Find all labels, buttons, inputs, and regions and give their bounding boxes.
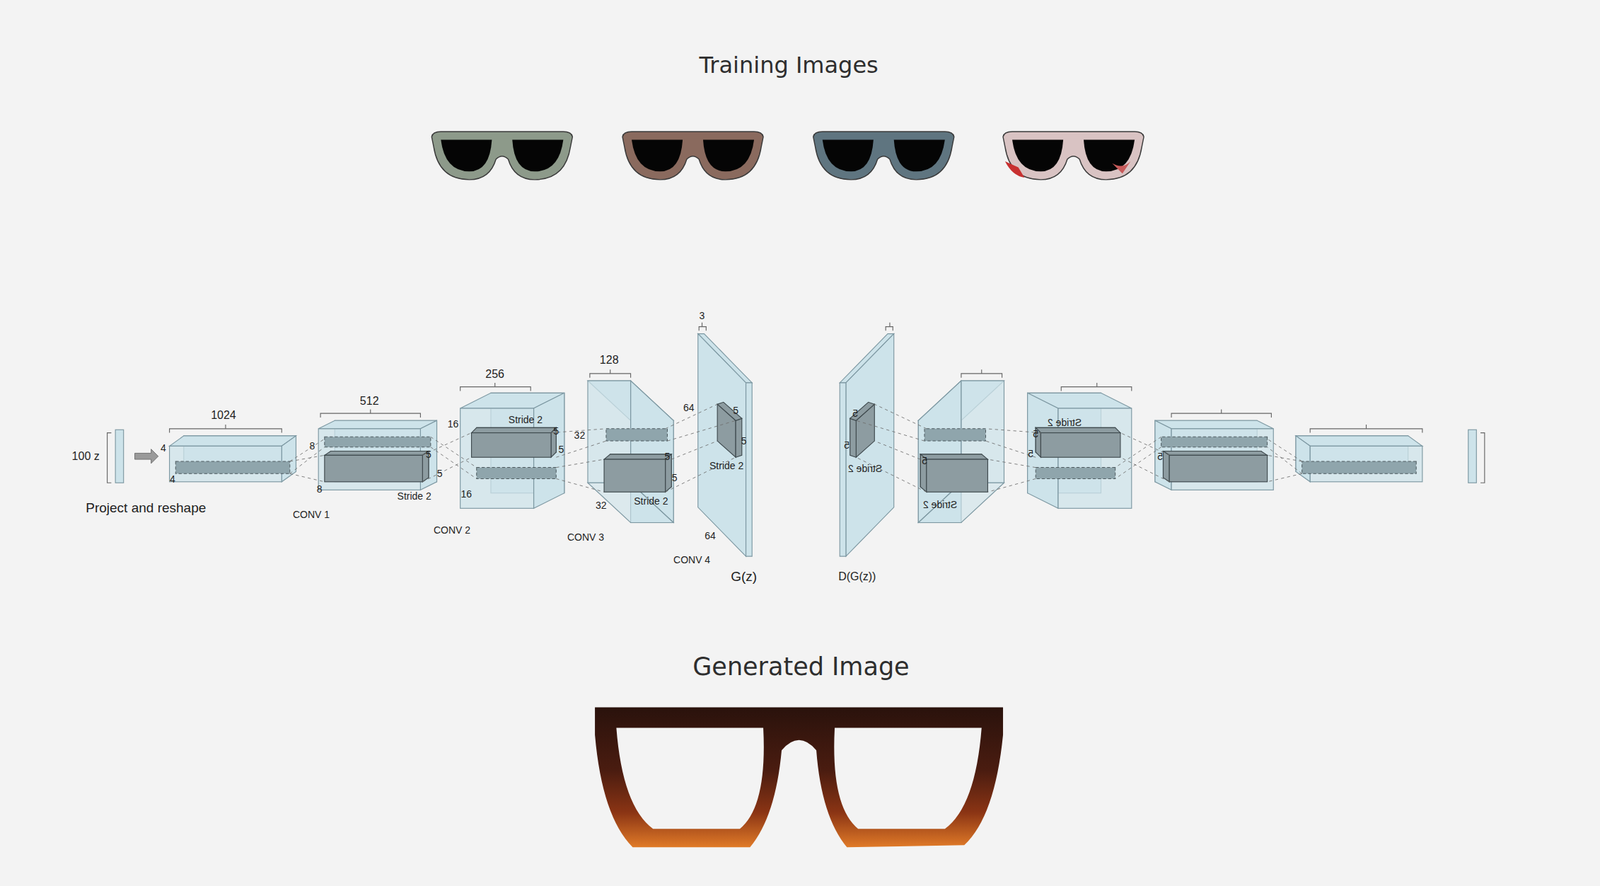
dimension-label: 256 xyxy=(485,368,505,380)
dimension-label: 4 xyxy=(169,473,176,484)
dimension-label: 16 xyxy=(447,418,460,429)
mirrored-label: 5 xyxy=(1157,451,1163,462)
dimension-label: 5 xyxy=(558,444,565,455)
dimension-label: 32 xyxy=(574,430,586,440)
mirrored-label: Stride 2 xyxy=(923,499,958,510)
dimension-label: CONV 4 xyxy=(673,554,711,565)
dimension-label: Stride 2 xyxy=(709,460,744,471)
dimension-label: 16 xyxy=(460,488,472,499)
mirrored-label: 5 xyxy=(921,455,928,466)
mirrored-label: 5 xyxy=(1032,428,1039,439)
dimension-label: 5 xyxy=(425,449,432,460)
dimension-label: 64 xyxy=(704,530,716,541)
dimension-label: 5 xyxy=(732,405,739,416)
training-sunglasses xyxy=(431,131,1144,180)
dimension-label: 8 xyxy=(316,483,323,494)
generated-glasses xyxy=(594,707,1004,848)
dimension-label: 5 xyxy=(437,468,443,479)
dimension-label: 8 xyxy=(309,440,316,451)
dimension-label: 64 xyxy=(683,402,695,413)
mirrored-label: Stride 2 xyxy=(1047,417,1082,428)
dimension-label: G(z) xyxy=(730,568,757,583)
dimension-label: 5 xyxy=(664,451,671,462)
dimension-label: CONV 1 xyxy=(292,509,330,520)
discriminator-network xyxy=(839,322,1485,556)
dimension-label: 100 z xyxy=(72,450,100,462)
dimension-label: 5 xyxy=(741,435,747,446)
dimension-label: 5 xyxy=(553,425,559,436)
mirrored-label: 5 xyxy=(1027,448,1034,459)
mirrored-label: 5 xyxy=(852,408,859,419)
training-sunglasses-part xyxy=(1003,131,1144,180)
generator-network xyxy=(107,322,753,556)
dimension-label: 512 xyxy=(360,395,380,407)
training-sunglasses-part xyxy=(1111,161,1131,174)
dimension-label: 128 xyxy=(599,354,619,366)
training-sunglasses-part xyxy=(622,131,764,180)
dimension-label: Stride 2 xyxy=(633,495,668,506)
dimension-label: Stride 2 xyxy=(397,490,432,501)
section-title: Training Images xyxy=(698,53,878,77)
dimension-label: 5 xyxy=(671,472,678,483)
dimension-label: 3 xyxy=(699,310,706,321)
dimension-label: 4 xyxy=(160,442,167,453)
dimension-label: D(G(z)) xyxy=(838,570,876,583)
dimension-label: CONV 2 xyxy=(433,524,471,535)
dimension-label: CONV 3 xyxy=(567,531,605,542)
dimension-label: 1024 xyxy=(210,409,237,421)
mirrored-label: 5 xyxy=(843,439,850,450)
training-sunglasses-part xyxy=(1005,161,1025,178)
dimension-label: 32 xyxy=(595,500,607,510)
mirrored-label: Stride 2 xyxy=(848,463,883,474)
training-sunglasses-part xyxy=(431,131,573,180)
input-arrow xyxy=(135,449,159,464)
dimension-label: Project and reshape xyxy=(85,500,206,514)
dimension-label: Stride 2 xyxy=(508,414,543,425)
section-heading: Generated Image xyxy=(692,654,909,680)
training-sunglasses-part xyxy=(813,131,955,180)
